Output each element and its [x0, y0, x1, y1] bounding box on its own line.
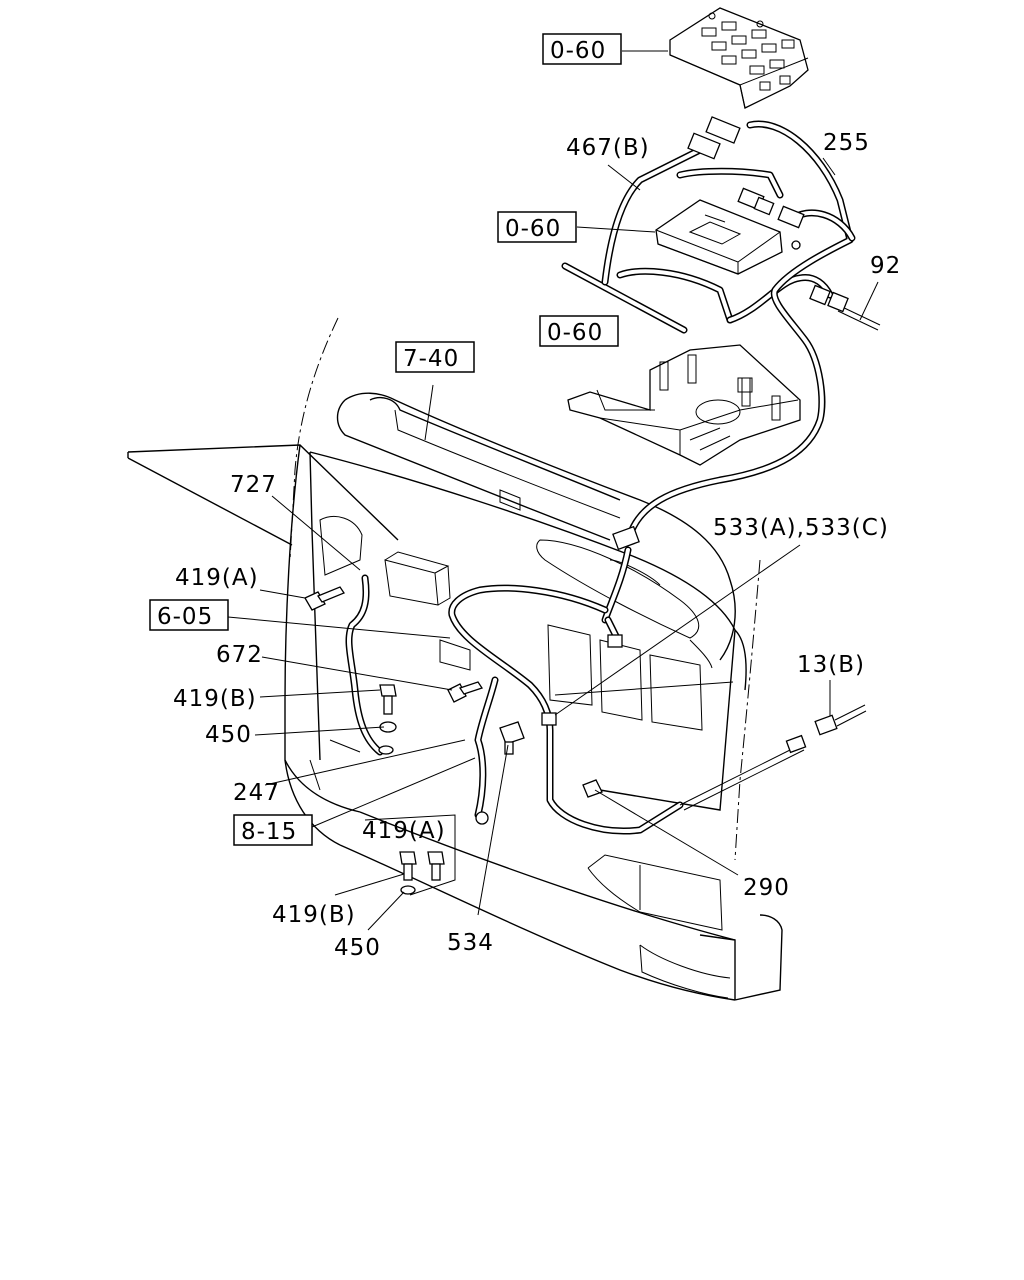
callout-727: 727 [230, 472, 277, 498]
callout-419b-low: 419(B) [272, 902, 356, 928]
callout-92: 92 [870, 253, 901, 279]
callout-419a-top: 419(A) [175, 565, 259, 591]
callout-419b-top: 419(B) [173, 686, 257, 712]
callout-0-60-low: 0-60 [547, 320, 603, 346]
callout-534: 534 [447, 930, 494, 956]
callout-450-top: 450 [205, 722, 252, 748]
ref-box-6-05 [149, 599, 229, 631]
callout-13b: 13(B) [797, 652, 865, 678]
callout-450-low: 450 [334, 935, 381, 961]
callout-0-60-mid: 0-60 [505, 216, 561, 242]
ref-box-8-15 [233, 814, 313, 846]
callout-labels: 0-60 467(B) 255 0-60 92 0-60 7-40 727 53… [149, 33, 901, 961]
callout-0-60-top: 0-60 [550, 38, 606, 64]
ref-box-0-60-low [539, 315, 619, 347]
wire-harness [345, 120, 881, 835]
ref-box-0-60-mid [497, 211, 577, 243]
callout-290: 290 [743, 875, 790, 901]
lower-bracket [567, 344, 801, 466]
ref-box-7-40 [395, 341, 475, 373]
top-bracket [669, 7, 809, 109]
ecu-module [655, 199, 783, 275]
callout-255: 255 [823, 130, 870, 156]
cab-front-outline [127, 317, 783, 1001]
cab-top-bar [336, 392, 736, 669]
callout-467b: 467(B) [566, 135, 650, 161]
callout-533: 533(A),533(C) [713, 515, 889, 541]
leader-lines [227, 50, 879, 931]
callout-672: 672 [216, 642, 263, 668]
callout-8-15: 8-15 [241, 819, 297, 845]
callout-7-40: 7-40 [403, 346, 459, 372]
callout-6-05: 6-05 [157, 604, 213, 630]
bolts [304, 586, 603, 895]
ref-box-0-60-top [542, 33, 622, 65]
callout-419a-low: 419(A) [362, 818, 446, 844]
connectors [541, 116, 867, 754]
callout-247: 247 [233, 780, 280, 806]
